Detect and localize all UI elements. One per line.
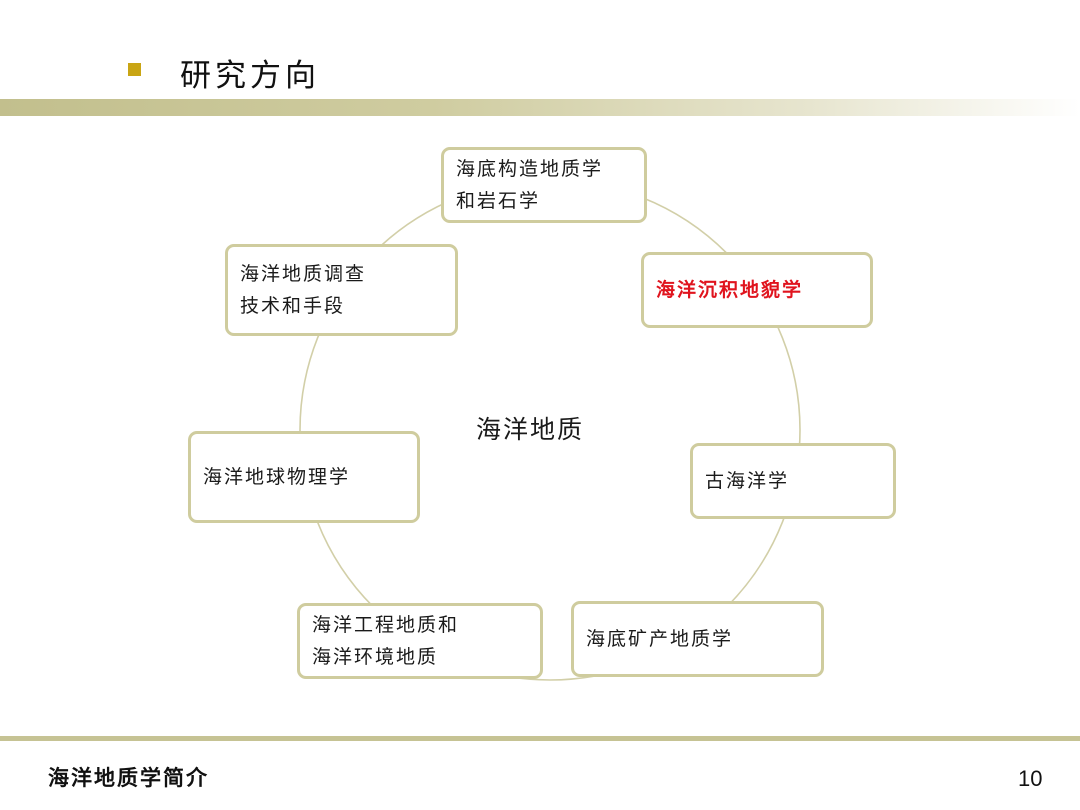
node-seafloor-tectonics: 海底构造地质学 和岩石学 (441, 147, 647, 223)
node-sedimentary-geomorphology: 海洋沉积地貌学 (641, 252, 873, 328)
node-engineering-environmental-geology: 海洋工程地质和 海洋环境地质 (297, 603, 543, 679)
slide-title: 研究方向 (180, 58, 320, 94)
footer-title: 海洋地质学简介 (48, 765, 209, 790)
title-underline-bar (0, 99, 1080, 116)
node-seafloor-mineral-geology: 海底矿产地质学 (571, 601, 824, 677)
node-marine-geophysics: 海洋地球物理学 (188, 431, 420, 523)
node-survey-techniques: 海洋地质调查 技术和手段 (225, 244, 458, 336)
center-label: 海洋地质 (476, 415, 585, 444)
page-number: 10 (1018, 766, 1043, 791)
node-paleoceanography: 古海洋学 (690, 443, 896, 519)
footer-bar (0, 736, 1080, 741)
title-bullet (128, 63, 141, 76)
